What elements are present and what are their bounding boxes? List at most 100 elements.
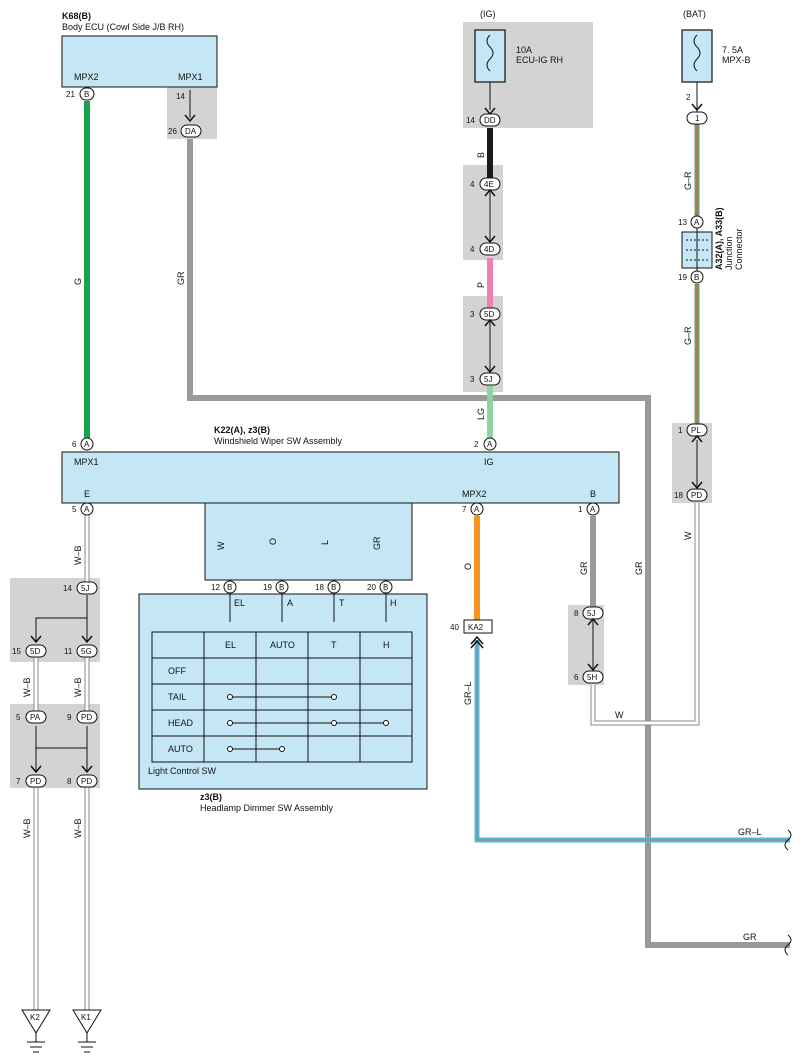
pin-6: 6 — [72, 440, 77, 449]
pin-8-5j: 8 — [574, 609, 579, 618]
junction-name2: Connector — [734, 228, 744, 270]
pin-26: 26 — [168, 127, 177, 136]
junction-code: A32(A), A33(B) — [714, 207, 724, 270]
ground-k2: K2 — [30, 1013, 40, 1022]
conn-b-junction: B — [694, 273, 699, 282]
conn-pd-right-low: PD — [81, 777, 92, 786]
table-row-off: OFF — [168, 666, 186, 676]
conn-b-18: B — [331, 583, 336, 592]
wiper-pin-mpx2: MPX2 — [462, 489, 487, 499]
wiper-pin-ig: IG — [484, 457, 494, 467]
wire-label-gr-horiz: GR — [743, 932, 757, 942]
wire-label-b: B — [476, 152, 486, 158]
pin-14-ecu: 14 — [176, 92, 185, 101]
conn-a-e: A — [84, 505, 90, 514]
light-sw-label: Light Control SW — [148, 766, 217, 776]
pin-7-pd: 7 — [16, 777, 21, 786]
table-row-tail: TAIL — [168, 692, 186, 702]
grounds: K2 K1 — [21, 1009, 102, 1053]
pin-19-sw: 19 — [263, 583, 272, 592]
conn-pd-left: PD — [30, 777, 41, 786]
light-pin-t: T — [339, 598, 345, 608]
conn-5j-left: 5J — [81, 584, 89, 593]
table-row-head: HEAD — [168, 718, 194, 728]
conn-ka2: KA2 — [468, 623, 484, 632]
conn-b-12: B — [227, 583, 232, 592]
pin-5-pa: 5 — [16, 713, 21, 722]
conn-5h: 5H — [587, 673, 597, 682]
table-header-h: H — [383, 640, 390, 650]
body-ecu-code: K68(B) — [62, 11, 91, 21]
pin-13: 13 — [678, 218, 687, 227]
conn-5d-ig: 5D — [484, 310, 494, 319]
pin-18: 18 — [674, 491, 683, 500]
wiper-switch-assembly: K22(A), z3(B) Windshield Wiper SW Assemb… — [61, 425, 620, 581]
body-ecu-name: Body ECU (Cowl Side J/B RH) — [62, 22, 184, 32]
fuse-bat-rating: 7. 5A — [722, 45, 743, 55]
wire-label-gr-sw: GR — [372, 536, 382, 550]
wire-label-gr-right: GR — [634, 561, 644, 575]
pin-12: 12 — [211, 583, 220, 592]
fuse-bat: (BAT) 7. 5A MPX-B — [681, 9, 751, 112]
fuse-bat-name: MPX-B — [722, 55, 751, 65]
pin-4-4e: 4 — [470, 180, 475, 189]
wire-label-gr-l-vert: GR–L — [463, 681, 473, 705]
pin-9: 9 — [67, 713, 72, 722]
pin-3-5d: 3 — [470, 310, 475, 319]
pin-1-pl: 1 — [678, 426, 683, 435]
light-pin-el: EL — [234, 598, 245, 608]
table-header-el: EL — [225, 640, 236, 650]
pin-1-b: 1 — [578, 505, 583, 514]
headlamp-name: Headlamp Dimmer SW Assembly — [200, 803, 334, 813]
wire-label-l-sw: L — [320, 540, 330, 545]
pin-11: 11 — [64, 647, 73, 656]
fuse-ig-source: (IG) — [480, 9, 496, 19]
wire-label-gr-ecu: GR — [176, 271, 186, 285]
conn-b-19: B — [279, 583, 284, 592]
conn-b-20: B — [383, 583, 388, 592]
headlamp-code: z3(B) — [200, 792, 222, 802]
conn-a-junction: A — [694, 218, 700, 227]
pin-20: 20 — [367, 583, 376, 592]
junction-connector: A32(A), A33(B) Junction Connector — [681, 207, 744, 272]
wire-label-wb-left-mid: W–B — [22, 677, 32, 697]
wire-label-wb-left-low: W–B — [22, 818, 32, 838]
wire-labels: G GR B P LG G–R G–R W W–B W–B W–B W–B W–… — [22, 152, 762, 942]
pin-14-dd: 14 — [466, 116, 475, 125]
pin-40: 40 — [450, 623, 459, 632]
wire-label-o: O — [463, 563, 473, 570]
wire-label-gr-r-top: G–R — [683, 171, 693, 190]
conn-pd-top: PD — [81, 713, 92, 722]
conn-dd: DD — [484, 116, 496, 125]
ground-k1: K1 — [81, 1013, 91, 1022]
wire-label-w-right: W — [683, 531, 693, 540]
wire-label-gr-l-horiz: GR–L — [738, 827, 762, 837]
wire-label-o-sw: O — [268, 538, 278, 545]
conn-4d: 4D — [484, 245, 494, 254]
conn-a-mpx2: A — [474, 505, 480, 514]
light-pin-h: H — [390, 598, 397, 608]
fuse-ig: (IG) 10A ECU-IG RH — [474, 9, 563, 110]
wire-label-p: P — [476, 282, 486, 288]
body-ecu-pin-mpx1: MPX1 — [178, 72, 203, 82]
wiper-code: K22(A), z3(B) — [214, 425, 270, 435]
conn-4e: 4E — [484, 180, 494, 189]
pin-4-4d: 4 — [470, 245, 475, 254]
body-ecu: K68(B) Body ECU (Cowl Side J/B RH) MPX2 … — [61, 11, 218, 88]
pin-15: 15 — [12, 647, 21, 656]
conn-pa: PA — [30, 713, 41, 722]
light-pin-a: A — [287, 598, 293, 608]
table-row-auto: AUTO — [168, 744, 193, 754]
pin-3-5j: 3 — [470, 375, 475, 384]
conn-pl: PL — [691, 426, 701, 435]
wire-label-gr-b: GR — [579, 561, 589, 575]
junction-name: Junction — [724, 236, 734, 270]
wire-label-g: G — [73, 278, 83, 285]
body-ecu-pin-mpx2: MPX2 — [74, 72, 99, 82]
conn-a-mpx1: A — [84, 440, 90, 449]
pin-21: 21 — [66, 90, 75, 99]
wiper-name: Windshield Wiper SW Assembly — [214, 436, 343, 446]
pin-2-bat: 2 — [686, 93, 691, 102]
pin-8-pd: 8 — [67, 777, 72, 786]
